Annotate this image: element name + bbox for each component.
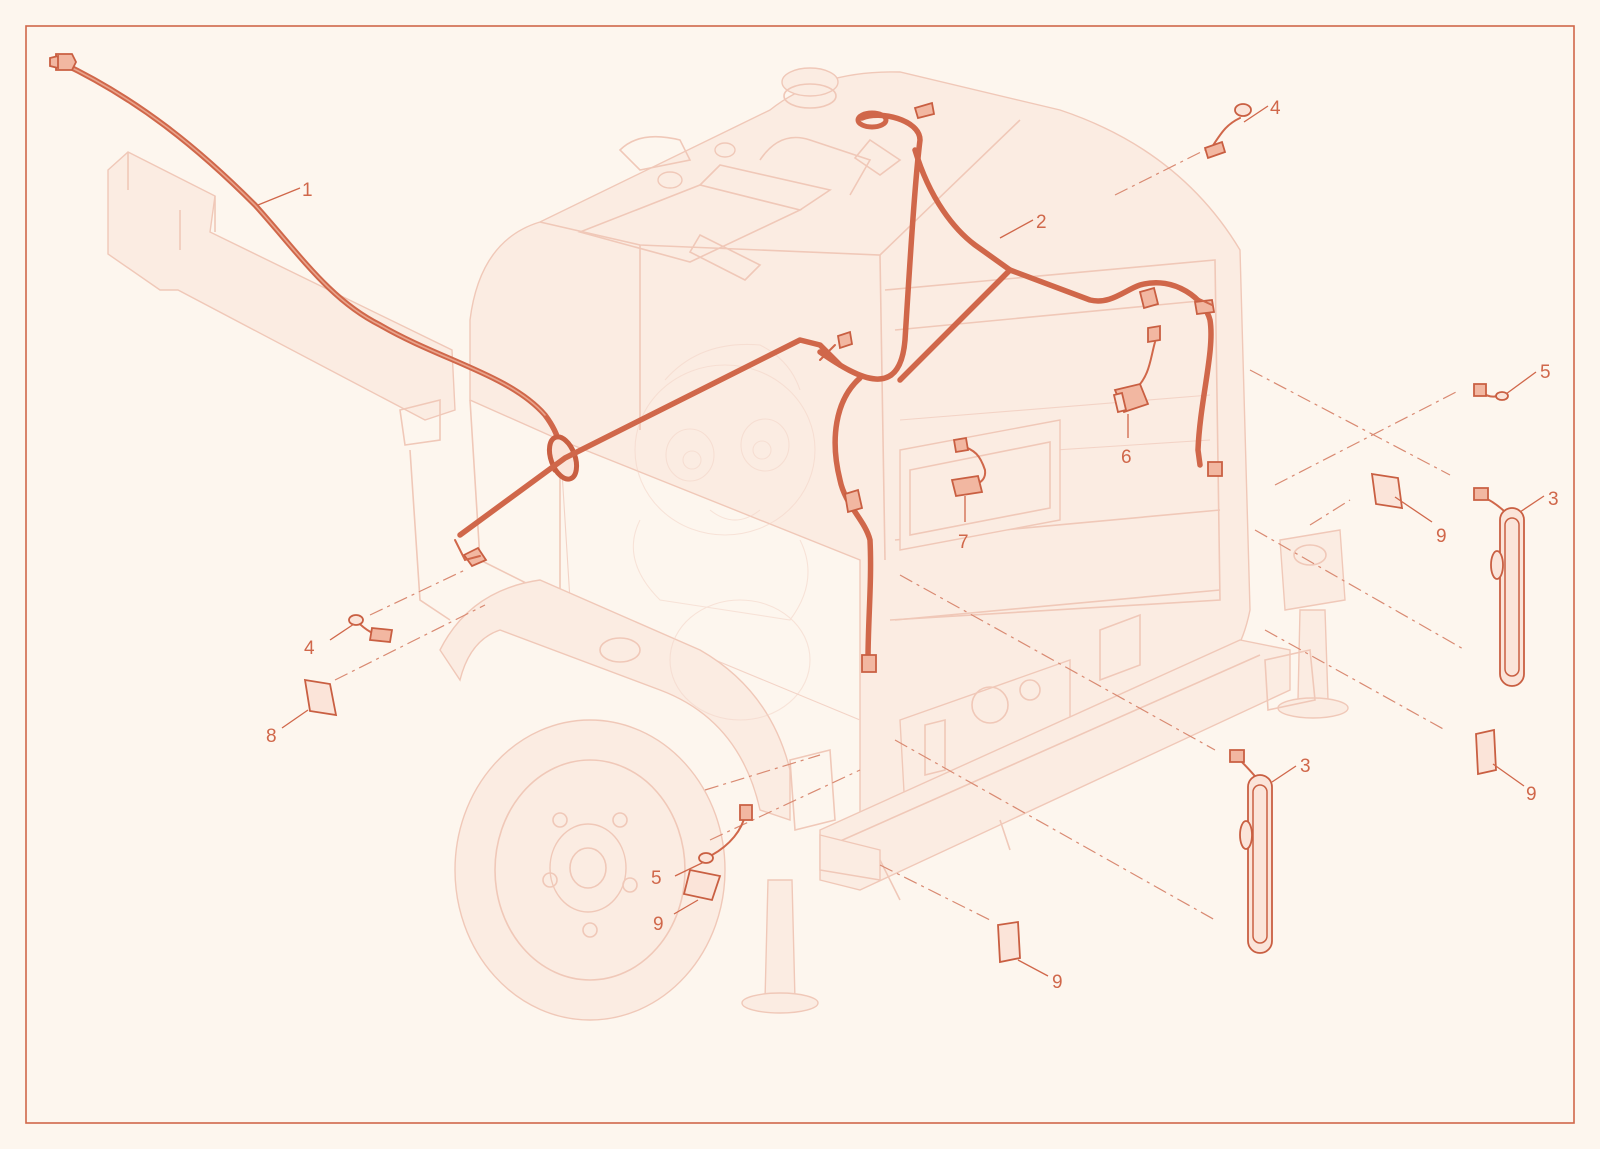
callout-5-right: 5 bbox=[1540, 362, 1551, 383]
callout-5-left: 5 bbox=[651, 868, 662, 889]
watermark-dragon-illustration bbox=[632, 343, 816, 721]
part-5-grommet-left bbox=[698, 804, 753, 864]
part-9-decal-bottom bbox=[997, 920, 1021, 964]
diagram-frame bbox=[25, 25, 1575, 1124]
part-6-sensor bbox=[1112, 324, 1161, 414]
part-4-lamp-lower bbox=[348, 614, 394, 643]
part-3-tail-lamp-left bbox=[1229, 749, 1273, 954]
part-9-decal-right bbox=[1475, 728, 1497, 776]
projection-lines bbox=[334, 149, 1466, 921]
part-5-grommet-right bbox=[1473, 383, 1509, 401]
callout-3-right: 3 bbox=[1548, 489, 1559, 510]
part-7-switch bbox=[950, 436, 987, 498]
callout-3-left: 3 bbox=[1300, 756, 1311, 777]
callout-7: 7 bbox=[958, 532, 969, 553]
part-9-decal-left bbox=[682, 868, 722, 902]
callout-9-bottom: 9 bbox=[1052, 972, 1063, 993]
callout-4-lower: 4 bbox=[304, 638, 315, 659]
part-8-decal bbox=[303, 678, 338, 717]
callout-4-upper: 4 bbox=[1270, 98, 1281, 119]
callout-9-right: 9 bbox=[1526, 784, 1537, 805]
part-3-tail-lamp-right bbox=[1473, 487, 1525, 687]
part-4-lamp-upper bbox=[1203, 103, 1252, 160]
callout-leaders bbox=[257, 105, 1545, 977]
callout-9-left: 9 bbox=[653, 914, 664, 935]
ghost-trailer-body bbox=[107, 67, 1349, 1021]
callout-8: 8 bbox=[266, 726, 277, 747]
callout-1: 1 bbox=[302, 180, 313, 201]
callout-2: 2 bbox=[1036, 212, 1047, 233]
part-9-decal-upper-right bbox=[1370, 472, 1404, 510]
callout-6: 6 bbox=[1121, 447, 1132, 468]
callout-labels: 1 2 3 3 4 4 5 5 6 7 8 9 9 9 9 bbox=[266, 98, 1559, 993]
harness-2 bbox=[454, 101, 1223, 673]
callout-9-upper-right: 9 bbox=[1436, 526, 1447, 547]
